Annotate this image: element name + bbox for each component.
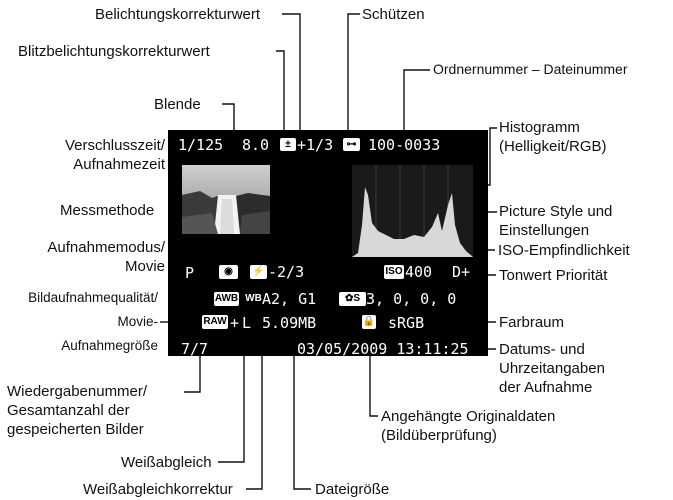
wb-shift-icon: WB bbox=[245, 292, 262, 306]
quality-plus: + bbox=[230, 314, 239, 332]
flash-comp-icon: ⚡ bbox=[250, 265, 267, 279]
flash-comp-value: -2/3 bbox=[268, 263, 304, 281]
date-time: 03/05/2009 13:11:25 bbox=[297, 340, 469, 358]
label-shutter: Verschlusszeit/ Aufnahmezeit bbox=[5, 136, 165, 174]
label-aperture: Blende bbox=[154, 95, 201, 114]
protect-key-icon: ⊶ bbox=[343, 138, 360, 151]
lock-icon: 🔒 bbox=[362, 315, 376, 329]
quality-value: L bbox=[242, 314, 251, 332]
label-playback-number: Wiedergabenummer/ Gesamtanzahl der gespe… bbox=[7, 382, 147, 439]
label-metering: Messmethode bbox=[60, 201, 154, 220]
shutter-speed: 1/125 bbox=[178, 136, 223, 154]
label-iso: ISO-Empfindlichkeit bbox=[498, 241, 630, 260]
label-exposure-comp: Belichtungskorrekturwert bbox=[95, 5, 260, 24]
thumbnail-art bbox=[182, 165, 270, 234]
picture-style-values: 3, 0, 0, 0 bbox=[366, 290, 456, 308]
exposure-comp-icon: ± bbox=[280, 138, 296, 151]
label-white-balance: Weißabgleich bbox=[121, 453, 212, 472]
awb-icon: AWB bbox=[214, 292, 239, 306]
histogram-panel bbox=[352, 165, 473, 257]
picture-style-icon: ✿S bbox=[339, 292, 366, 306]
tone-priority: D+ bbox=[452, 263, 470, 281]
wb-correction-value: A2, G1 bbox=[262, 290, 316, 308]
label-shooting-mode: Aufnahmemodus/ Movie bbox=[20, 238, 165, 276]
label-wb-correction: Weißabgleichkorrektur bbox=[83, 480, 233, 499]
label-picture-style: Picture Style und Einstellungen bbox=[499, 202, 612, 240]
aperture-value: 8.0 bbox=[242, 136, 269, 154]
label-datetime: Datums- und Uhrzeitangaben der Aufnahme bbox=[499, 340, 605, 397]
label-tone-priority: Tonwert Priorität bbox=[499, 266, 607, 285]
label-flash-comp: Blitzbelichtungskorrekturwert bbox=[18, 42, 210, 61]
label-folder-file-number: Ordnernummer – Dateinummer bbox=[433, 60, 628, 79]
iso-icon: ISO bbox=[384, 265, 404, 279]
label-histogram: Histogramm (Helligkeit/RGB) bbox=[499, 118, 607, 156]
label-protect: Schützen bbox=[362, 5, 425, 24]
playback-count: 7/7 bbox=[181, 340, 208, 358]
shooting-mode: P bbox=[185, 264, 194, 282]
label-file-size: Dateigröße bbox=[315, 480, 389, 499]
histogram-graph bbox=[352, 165, 473, 257]
file-number: 100-0033 bbox=[368, 136, 440, 154]
label-color-space: Farbraum bbox=[499, 313, 564, 332]
exposure-comp-value: +1/3 bbox=[297, 136, 333, 154]
label-original-data: Angehängte Originaldaten (Bildüberprüfun… bbox=[381, 407, 555, 445]
label-image-quality: Bildaufnahmequalität/ Movie- Aufnahmegrö… bbox=[5, 286, 158, 358]
file-size: 5.09MB bbox=[262, 314, 316, 332]
raw-icon: RAW bbox=[202, 315, 228, 329]
image-thumbnail bbox=[182, 165, 270, 234]
iso-value: 400 bbox=[405, 263, 432, 281]
metering-icon: ◉ bbox=[219, 265, 238, 279]
color-space: sRGB bbox=[388, 314, 424, 332]
